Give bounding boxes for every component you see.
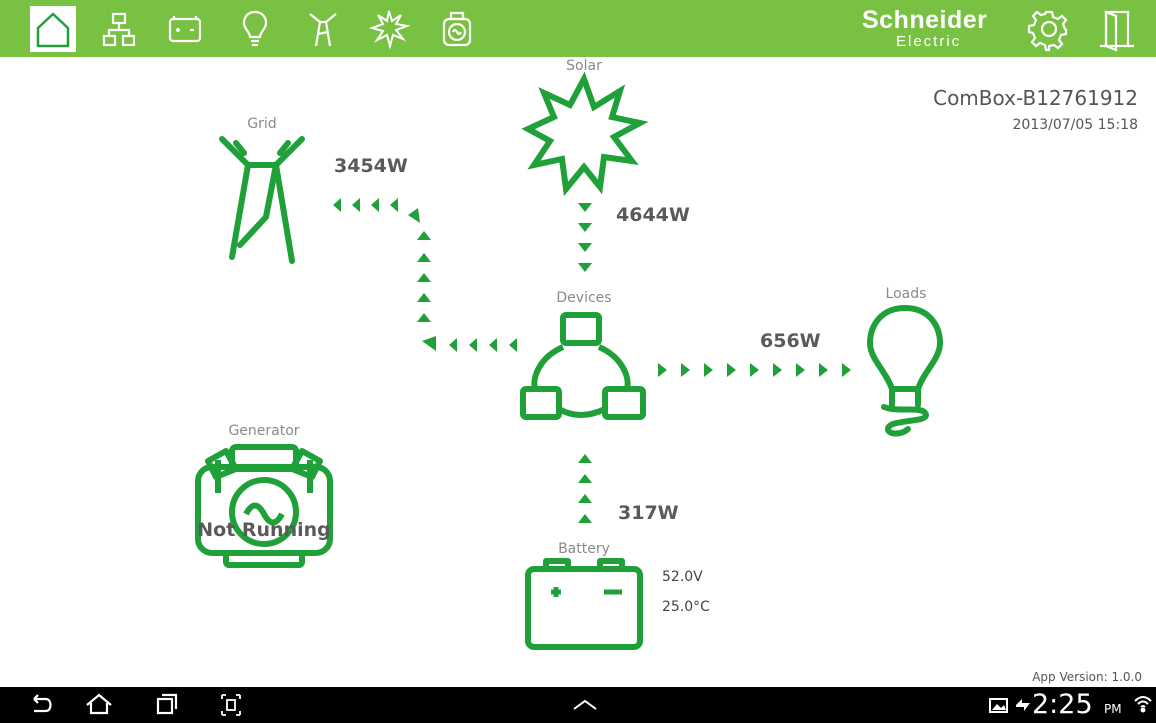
devices-label: Devices [556, 290, 612, 306]
generator-icon[interactable] [195, 444, 333, 568]
grid-flow-arrows-horizontal [422, 336, 517, 352]
solar-label: Solar [566, 58, 602, 74]
battery-temperature: 25.0°C [662, 599, 710, 615]
combox-datetime: 2013/07/05 15:18 [1012, 117, 1139, 133]
loads-bulb-icon[interactable] [866, 304, 944, 437]
solar-icon[interactable] [521, 71, 649, 197]
generator-status: Not Running [197, 519, 331, 541]
grid-flow-arrows-vertical [408, 208, 431, 322]
grid-flow-arrows-top [333, 198, 398, 212]
android-navigation-bar: 2:25 PM [0, 687, 1156, 723]
grid-tower-icon[interactable] [300, 6, 346, 52]
grid-power: 3454W [334, 155, 408, 177]
grid-label: Grid [247, 116, 277, 132]
recents-icon[interactable] [148, 691, 182, 719]
up-chevron-icon[interactable] [568, 691, 602, 719]
home-icon[interactable] [30, 6, 76, 52]
energy-flow-panel: ComBox-B12761912 2013/07/05 15:18 [0, 57, 1156, 687]
brand-name: Schneider [862, 6, 988, 34]
combox-name: ComBox-B12761912 [933, 86, 1138, 110]
loads-flow-arrows [658, 363, 851, 377]
wifi-status-icon [1126, 691, 1152, 719]
loads-label: Loads [885, 286, 927, 302]
network-icon[interactable] [96, 6, 142, 52]
battery-status-icon [1144, 691, 1154, 719]
sun-icon[interactable] [366, 6, 412, 52]
battery-bank-icon[interactable] [525, 558, 643, 650]
status-ampm: PM [1104, 702, 1122, 716]
solar-flow-arrows [578, 203, 592, 272]
battery-voltage: 52.0V [662, 569, 703, 585]
generator-label: Generator [228, 423, 300, 439]
generator-icon[interactable] [434, 6, 480, 52]
brand-sub: Electric [896, 33, 962, 50]
devices-icon[interactable] [520, 312, 646, 420]
bulb-icon[interactable] [232, 6, 278, 52]
status-clock: 2:25 [1032, 689, 1093, 720]
back-icon[interactable] [24, 691, 58, 719]
loads-power: 656W [760, 330, 821, 352]
battery-label: Battery [558, 541, 610, 557]
exit-door-icon[interactable] [1094, 6, 1140, 52]
usb-status-icon [1006, 691, 1030, 719]
gallery-status-icon [982, 691, 1008, 719]
battery-power: 317W [618, 502, 679, 524]
top-toolbar: Schneider Electric [0, 0, 1156, 57]
home-nav-icon[interactable] [82, 691, 116, 719]
brand-logo: Schneider Electric [862, 6, 1002, 52]
flow-diagram [195, 71, 944, 650]
gear-icon[interactable] [1026, 6, 1072, 52]
screenshot-icon[interactable] [214, 691, 248, 719]
battery-flow-arrows [578, 454, 592, 523]
grid-tower-icon[interactable] [219, 136, 305, 264]
app-version: App Version: 1.0.0 [1032, 670, 1142, 684]
solar-power: 4644W [616, 204, 690, 226]
battery-icon[interactable] [162, 6, 208, 52]
